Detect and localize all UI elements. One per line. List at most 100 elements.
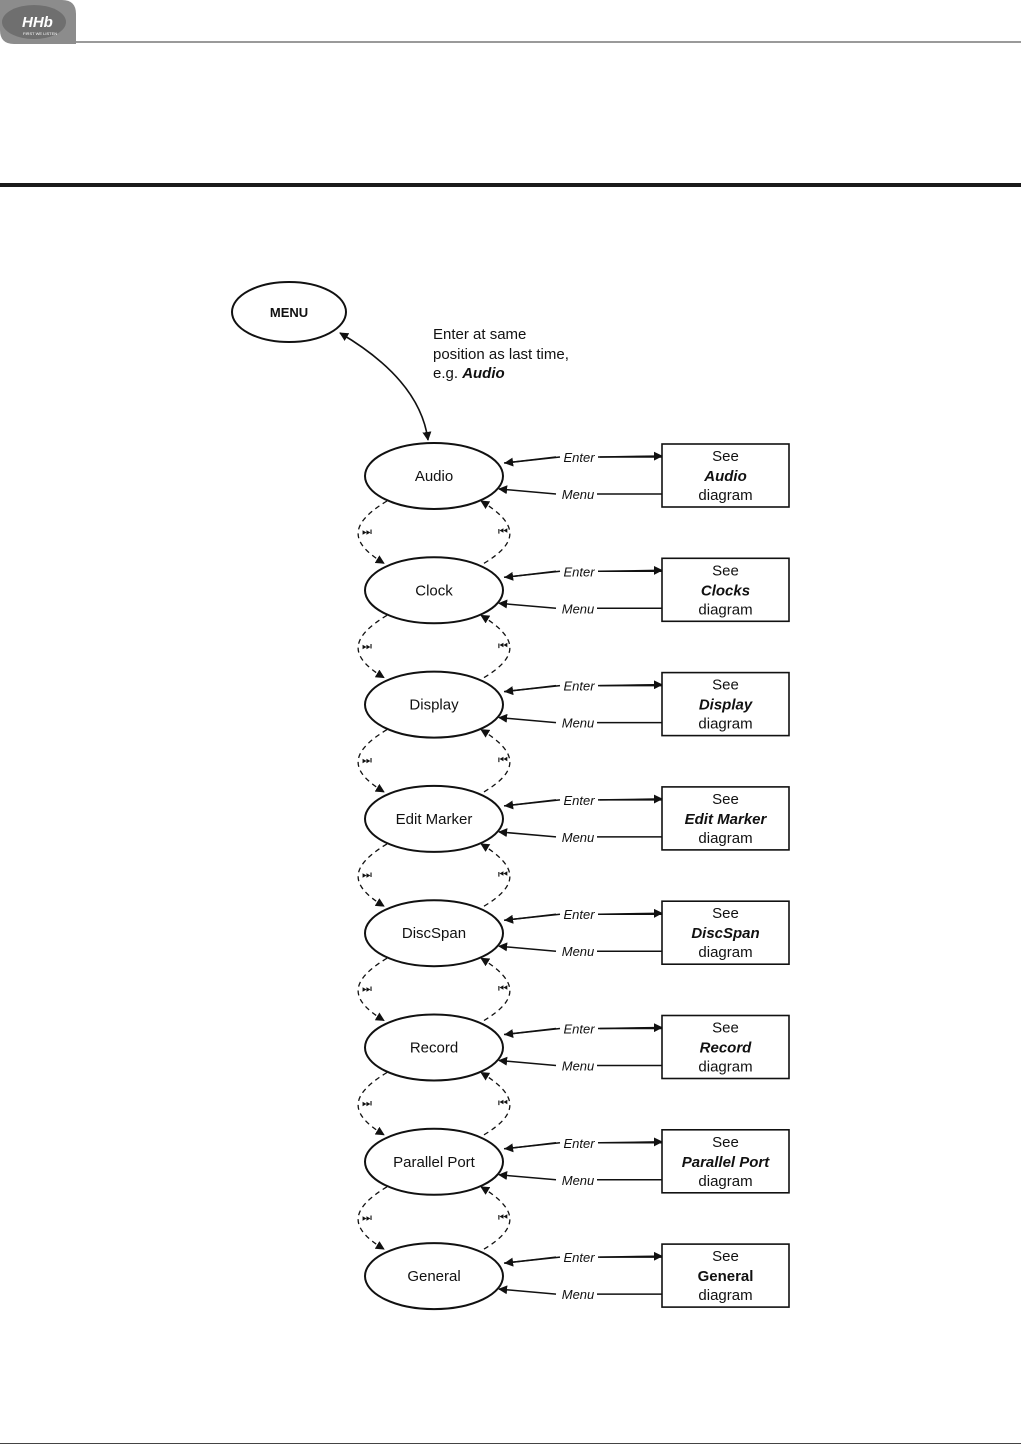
logo-tagline: FIRST WE LISTEN: [23, 31, 57, 36]
box-clock-see: See: [712, 562, 739, 579]
box-general: [661, 1243, 790, 1308]
box-parallel-port-diagram: diagram: [698, 1173, 752, 1190]
menu-label-audio: Menu: [562, 487, 595, 502]
menu-arrow-general: [498, 1285, 557, 1295]
next-icon: ⏭: [362, 1211, 372, 1224]
box-parallel-port-target: Parallel Port: [682, 1154, 771, 1171]
box-audio-see: See: [712, 448, 739, 465]
box-parallel-port: [661, 1129, 790, 1194]
enter-arrow-back-display: [504, 684, 557, 696]
box-edit-marker-see: See: [712, 791, 739, 808]
menu-label-record: Menu: [562, 1059, 595, 1074]
box-discspan-diagram: diagram: [698, 944, 752, 961]
enter-label-display: Enter: [563, 679, 595, 694]
enter-arrow-general: [599, 1251, 663, 1261]
box-parallel-port-see: See: [712, 1134, 739, 1151]
next-icon: ⏭: [362, 525, 372, 538]
enter-arrow-discspan: [599, 908, 663, 918]
enter-arrow-back-audio: [504, 456, 557, 467]
box-edit-marker: [661, 786, 790, 851]
box-general-diagram: diagram: [698, 1287, 752, 1304]
enter-label-general: Enter: [563, 1250, 595, 1265]
menu-arrow-parallel-port: [498, 1171, 557, 1181]
node-discspan-label: DiscSpan: [402, 925, 466, 942]
prev-arc-display: [480, 729, 511, 793]
enter-arrow-edit-marker: [599, 794, 663, 804]
menu-audio-arrow: [339, 332, 432, 441]
box-record: [661, 1014, 790, 1080]
enter-label-record: Enter: [563, 1022, 595, 1037]
box-audio-target: Audio: [703, 468, 747, 485]
enter-arrow-record: [599, 1023, 663, 1033]
menu-label-parallel-port: Menu: [562, 1173, 595, 1188]
box-discspan-target: DiscSpan: [691, 925, 759, 942]
prev-arc-discspan: [480, 957, 511, 1022]
node-record-label: Record: [410, 1040, 458, 1057]
next-icon: ⏭: [362, 754, 372, 767]
prev-icon: ⏮: [498, 1211, 508, 1224]
note-line-1: Enter at same: [433, 326, 526, 343]
footer-rule: [0, 1443, 1021, 1444]
enter-label-parallel-port: Enter: [563, 1136, 595, 1151]
next-arc-display: [357, 729, 388, 793]
node-display-label: Display: [409, 697, 459, 714]
next-icon: ⏭: [362, 639, 372, 652]
node-clock-label: Clock: [415, 582, 453, 599]
prev-icon: ⏮: [498, 525, 508, 538]
node-audio-label: Audio: [415, 468, 453, 485]
node-display: [364, 670, 504, 739]
prev-icon: ⏮: [498, 754, 508, 767]
node-audio: [364, 442, 504, 510]
menu-label-general: Menu: [562, 1287, 595, 1302]
prev-arc-audio: [480, 500, 511, 564]
box-display-see: See: [712, 677, 739, 694]
next-arc-discspan: [357, 957, 388, 1022]
node-edit-marker: [364, 784, 504, 853]
box-general-target: General: [698, 1268, 754, 1285]
box-edit-marker-diagram: diagram: [698, 830, 752, 847]
enter-arrow-clock: [599, 565, 663, 575]
box-display-diagram: diagram: [698, 716, 752, 733]
next-arc-parallel-port: [357, 1186, 388, 1250]
menu-node-label: MENU: [270, 305, 308, 320]
node-parallel-port: [364, 1127, 504, 1196]
next-arc-edit-marker: [357, 843, 388, 907]
menu-arrow-audio: [498, 485, 557, 495]
box-display-target: Display: [699, 697, 753, 714]
page-header: HHb FIRST WE LISTEN: [0, 0, 1021, 46]
prev-icon: ⏮: [498, 982, 508, 995]
menu-arrow-discspan: [498, 942, 557, 952]
enter-label-clock: Enter: [563, 564, 595, 579]
next-arc-record: [357, 1071, 388, 1136]
next-icon: ⏭: [362, 868, 372, 881]
hhb-logo: HHb FIRST WE LISTEN: [0, 0, 76, 44]
node-edit-marker-label: Edit Marker: [396, 811, 473, 828]
menu-node: [231, 281, 347, 343]
header-rule: [76, 41, 1021, 43]
menu-label-display: Menu: [562, 716, 595, 731]
enter-arrow-back-clock: [504, 570, 557, 581]
enter-label-edit-marker: Enter: [563, 793, 595, 808]
node-parallel-port-label: Parallel Port: [393, 1154, 476, 1171]
node-record: [364, 1013, 504, 1082]
next-arc-clock: [357, 614, 388, 679]
enter-arrow-back-edit-marker: [504, 799, 557, 810]
section-divider: [0, 183, 1021, 187]
box-audio-diagram: diagram: [698, 487, 752, 504]
enter-arrow-back-record: [504, 1027, 557, 1039]
box-clock-target: Clocks: [701, 582, 750, 599]
enter-arrow-back-general: [504, 1256, 557, 1267]
box-record-diagram: diagram: [698, 1059, 752, 1076]
box-clock-diagram: diagram: [698, 601, 752, 618]
node-discspan: [364, 899, 504, 968]
enter-arrow-back-discspan: [504, 913, 557, 924]
note-line-3: e.g. Audio: [433, 365, 505, 382]
enter-arrow-audio: [599, 451, 663, 461]
menu-label-discspan: Menu: [562, 944, 595, 959]
menu-arrow-edit-marker: [498, 828, 557, 838]
next-icon: ⏭: [362, 982, 372, 995]
enter-label-audio: Enter: [563, 450, 595, 465]
enter-arrow-parallel-port: [599, 1137, 663, 1147]
menu-label-edit-marker: Menu: [562, 830, 595, 845]
prev-arc-parallel-port: [480, 1186, 511, 1250]
